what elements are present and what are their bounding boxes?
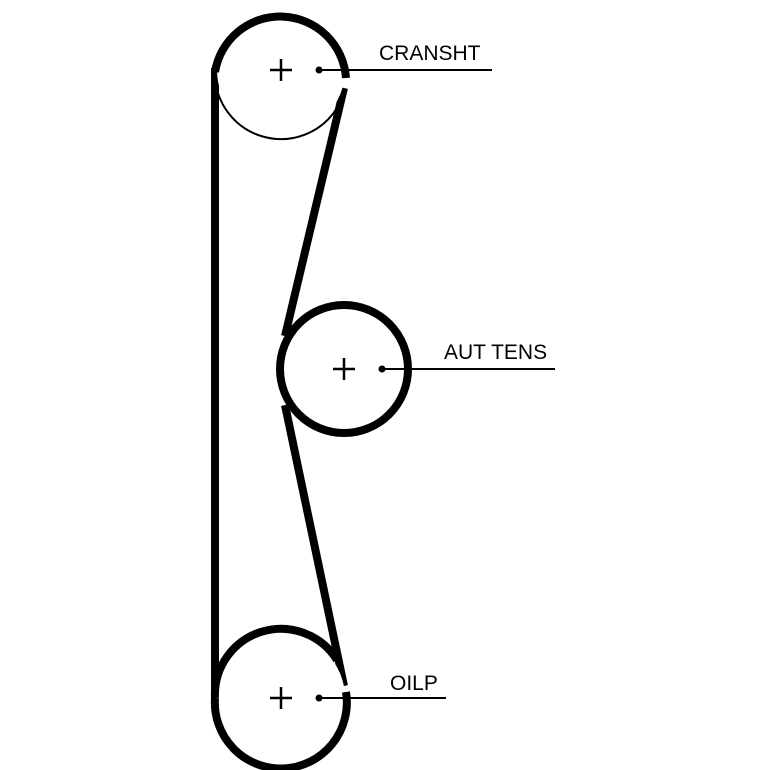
oil-pump-pulley [210,624,446,770]
belt-upper-right-run [281,87,348,337]
crankshaft-pulley [211,6,492,141]
tensioner-label: AUT TENS [444,341,547,364]
crankshaft-label: CRANSHT [379,42,481,65]
belt-lower-right-run [281,404,348,687]
oil-pump-label: OILP [390,672,438,695]
tensioner-pulley [276,301,555,437]
